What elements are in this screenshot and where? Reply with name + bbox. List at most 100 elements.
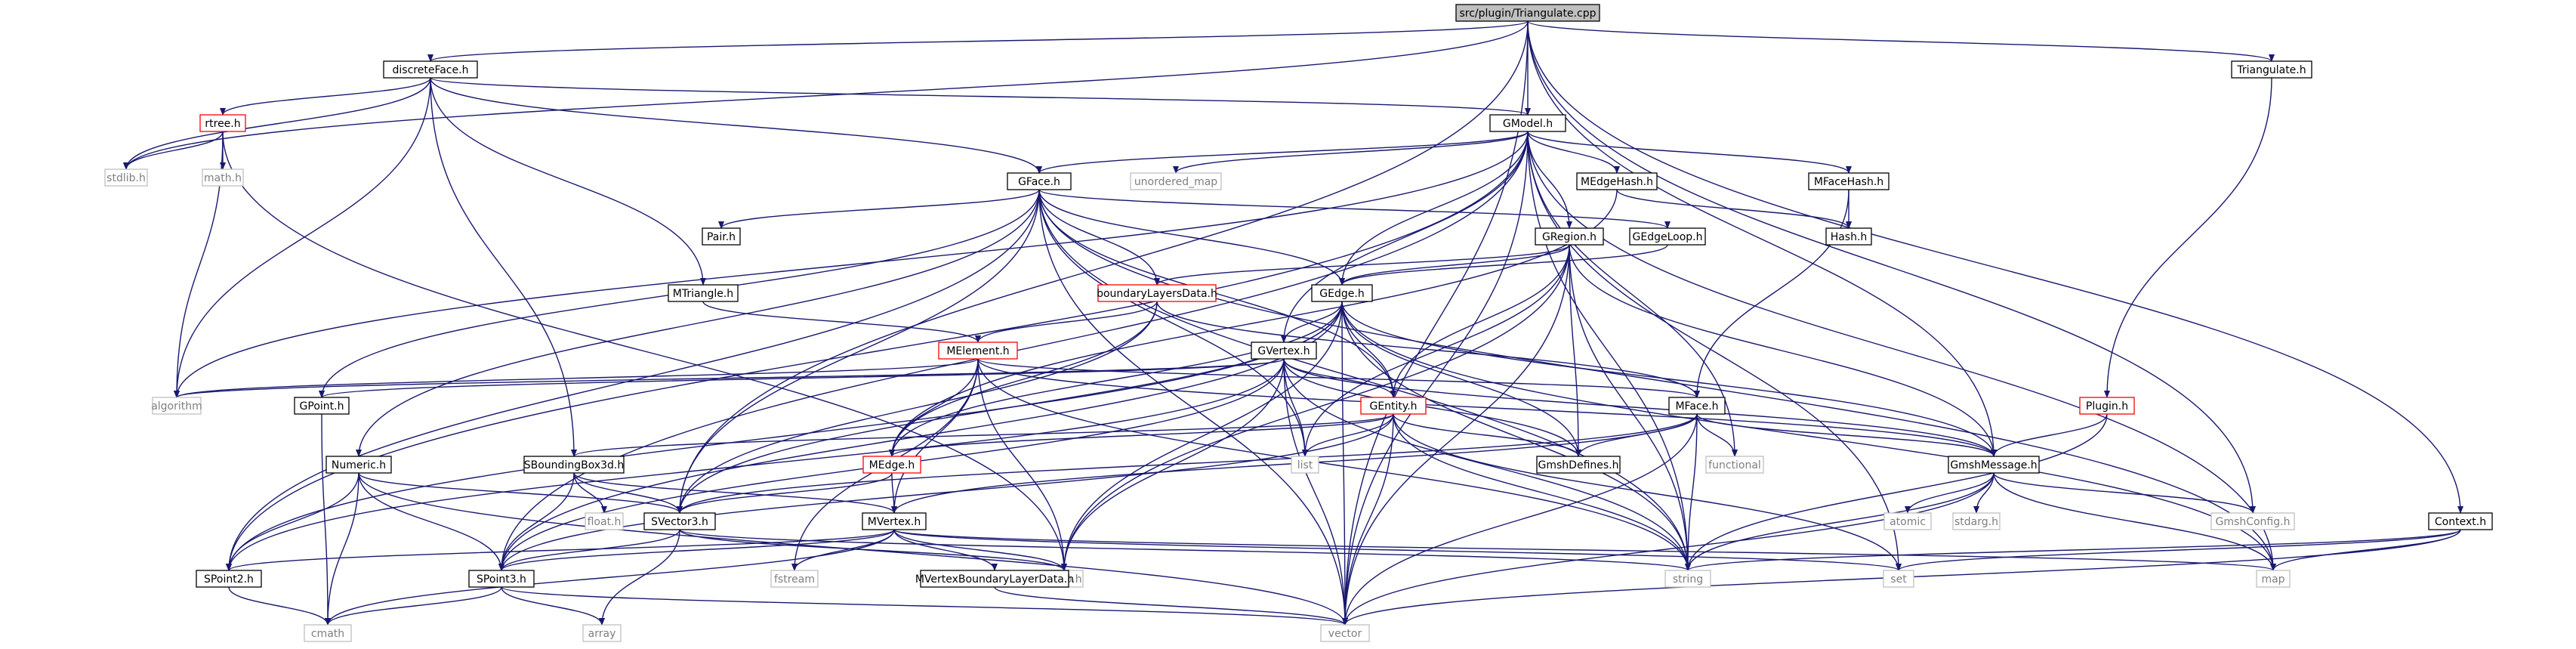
edge-path xyxy=(677,301,1343,514)
node-GmshDefines[interactable]: GmshDefines.h xyxy=(1536,456,1621,474)
edge-path xyxy=(1341,301,1581,457)
node-Plugin[interactable]: Plugin.h xyxy=(2079,397,2135,415)
node-label: src/plugin/Triangulate.cpp xyxy=(1459,8,1596,20)
node-Triangulate[interactable]: Triangulate.h xyxy=(2231,60,2312,79)
node-Context[interactable]: Context.h xyxy=(2428,512,2493,530)
edge-MFace-to-vector xyxy=(1342,413,1698,626)
edge-boundaryLayersData-to-MElement xyxy=(975,301,1158,343)
edge-path xyxy=(977,358,1067,571)
edge-path xyxy=(430,77,1042,174)
edge-path xyxy=(501,586,605,626)
edge-GModel-to-vector xyxy=(1342,131,1529,626)
node-label: Context.h xyxy=(2435,516,2486,528)
node-label: atomic xyxy=(1890,516,1926,528)
node-GmshMessage[interactable]: GmshMessage.h xyxy=(1948,456,2040,474)
edge-Plugin-to-string xyxy=(1685,413,2108,571)
node-stdlib: stdlib.h xyxy=(104,168,148,187)
node-GPoint[interactable]: GPoint.h xyxy=(294,397,350,415)
node-label: GVertex.h xyxy=(1257,345,1310,357)
node-GVertex[interactable]: GVertex.h xyxy=(1251,341,1317,360)
node-label: GmshDefines.h xyxy=(1538,459,1619,471)
edge-path xyxy=(1283,358,1308,457)
edge-rtree-to-stdio xyxy=(222,131,1067,571)
node-box xyxy=(1668,397,1726,415)
edge-path xyxy=(174,358,979,398)
edge-path xyxy=(1342,413,1698,626)
edge-MFace-to-GmshMessage xyxy=(1696,413,1997,457)
node-GEdge[interactable]: GEdge.h xyxy=(1311,284,1373,302)
edge-GFace-to-GEdgeLoop xyxy=(1038,189,1671,229)
node-GRegion[interactable]: GRegion.h xyxy=(1535,227,1604,246)
node-box xyxy=(643,512,716,530)
node-MTriangle[interactable]: MTriangle.h xyxy=(668,284,739,302)
node-Numeric[interactable]: Numeric.h xyxy=(325,456,392,474)
node-box xyxy=(1664,570,1711,588)
node-label: stdarg.h xyxy=(1954,516,1998,528)
node-MVertexBoundaryLayerData[interactable]: MVertexBoundaryLayerData.h xyxy=(915,570,1074,588)
node-label: GEntity.h xyxy=(1369,400,1417,413)
edge-path xyxy=(1281,301,1343,343)
node-Hash[interactable]: Hash.h xyxy=(1825,227,1872,246)
node-MElement[interactable]: MElement.h xyxy=(938,341,1018,360)
node-SPoint3[interactable]: SPoint3.h xyxy=(468,570,535,588)
edge-GVertex-to-list xyxy=(1283,358,1308,457)
edge-GEntity-to-SPoint3 xyxy=(498,413,1394,571)
node-root[interactable]: src/plugin/Triangulate.cpp xyxy=(1455,4,1600,22)
edge-path xyxy=(677,20,1529,514)
node-box xyxy=(1536,456,1621,474)
node-box xyxy=(585,512,624,530)
node-GFace[interactable]: GFace.h xyxy=(1007,172,1072,190)
edge-GRegion-to-GEntity xyxy=(1390,244,1570,398)
edge-MFaceHash-to-MFace xyxy=(1694,189,1849,398)
edge-GEdge-to-SPoint2 xyxy=(226,301,1343,571)
edge-MVertex-to-cmath xyxy=(325,529,895,626)
edge-discreteFace-to-SBoundingBox3d xyxy=(430,77,577,457)
edge-path xyxy=(1038,189,1671,229)
node-MFace[interactable]: MFace.h xyxy=(1668,397,1726,415)
edge-path xyxy=(1339,131,1529,286)
node-rtree[interactable]: rtree.h xyxy=(199,114,246,132)
edge-path xyxy=(599,529,680,626)
edge-path xyxy=(1302,413,1394,457)
edge-path xyxy=(356,189,1040,457)
node-box xyxy=(668,284,739,302)
edge-path xyxy=(325,472,359,626)
edge-path xyxy=(1569,244,1581,457)
edge-path xyxy=(977,358,1691,571)
node-label: GFace.h xyxy=(1018,176,1060,188)
node-boundaryLayersData[interactable]: boundaryLayersData.h xyxy=(1097,284,1217,302)
node-GModel[interactable]: GModel.h xyxy=(1489,114,1566,132)
node-MVertex[interactable]: MVertex.h xyxy=(862,512,927,530)
node-SVector3[interactable]: SVector3.h xyxy=(643,512,716,530)
node-Pair[interactable]: Pair.h xyxy=(702,227,741,246)
node-SBoundingBox3d[interactable]: SBoundingBox3d.h xyxy=(523,456,625,474)
node-algorithm: algorithm xyxy=(151,397,202,415)
node-SPoint2[interactable]: SPoint2.h xyxy=(196,570,262,588)
node-MEdgeHash[interactable]: MEdgeHash.h xyxy=(1576,172,1658,190)
node-box xyxy=(468,570,535,588)
edge-MFace-to-functional xyxy=(1696,413,1738,457)
node-MEdge[interactable]: MEdge.h xyxy=(862,456,921,474)
edge-path xyxy=(358,472,504,571)
node-list: list xyxy=(1291,456,1319,474)
node-discreteFace[interactable]: discreteFace.h xyxy=(383,60,478,79)
edge-path xyxy=(893,529,1902,571)
node-layer: src/plugin/Triangulate.cpp discreteFace.h… xyxy=(104,4,2493,642)
edge-Numeric-to-SPoint2 xyxy=(226,472,359,571)
edge-GVertex-to-algorithm xyxy=(174,358,1285,398)
node-label: Numeric.h xyxy=(332,459,386,471)
edge-discreteFace-to-stdlib xyxy=(123,77,431,170)
node-box xyxy=(1948,456,2040,474)
node-box xyxy=(152,397,202,415)
edge-root-to-GmshConfig xyxy=(1527,20,2256,514)
node-box xyxy=(304,624,352,642)
node-box xyxy=(770,570,819,588)
edge-GEdge-to-GEntity xyxy=(1341,301,1396,398)
node-GEdgeLoop[interactable]: GEdgeLoop.h xyxy=(1629,227,1706,246)
edge-path xyxy=(1527,20,2256,514)
node-box xyxy=(325,456,392,474)
edge-path xyxy=(319,358,1285,398)
node-GEntity[interactable]: GEntity.h xyxy=(1360,397,1427,415)
node-MFaceHash[interactable]: MFaceHash.h xyxy=(1808,172,1890,190)
edge-MVertex-to-MVertexBoundaryLayerData xyxy=(893,529,998,571)
